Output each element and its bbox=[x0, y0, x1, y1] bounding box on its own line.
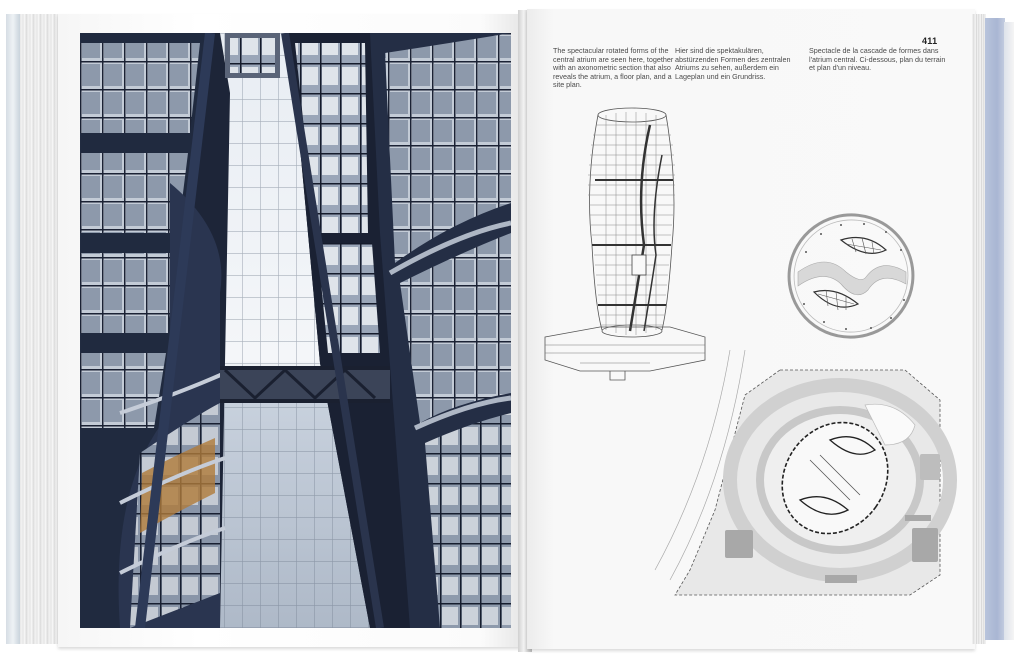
circular-floor-plan-icon bbox=[787, 213, 915, 339]
site-plan-drawing bbox=[650, 350, 960, 610]
right-cover-edge bbox=[985, 18, 1005, 640]
left-cover-edge bbox=[6, 14, 20, 644]
axonometric-section-drawing bbox=[540, 105, 710, 385]
caption-german: Hier sind die spektakulären, abstürzende… bbox=[675, 46, 791, 81]
right-page-stack bbox=[972, 14, 986, 644]
caption-english: The spectacular rotated forms of the cen… bbox=[553, 46, 674, 90]
floor-plan-drawing bbox=[786, 212, 916, 340]
atrium-photo-illustration bbox=[80, 33, 511, 628]
caption-french: Spectacle de la cascade de formes dans l… bbox=[809, 46, 946, 73]
right-cover-background bbox=[1004, 22, 1014, 640]
page-number: 411 bbox=[922, 36, 938, 46]
atrium-photo bbox=[80, 33, 511, 628]
site-plan-icon bbox=[654, 350, 957, 596]
tower-axonometric-icon bbox=[544, 107, 706, 381]
